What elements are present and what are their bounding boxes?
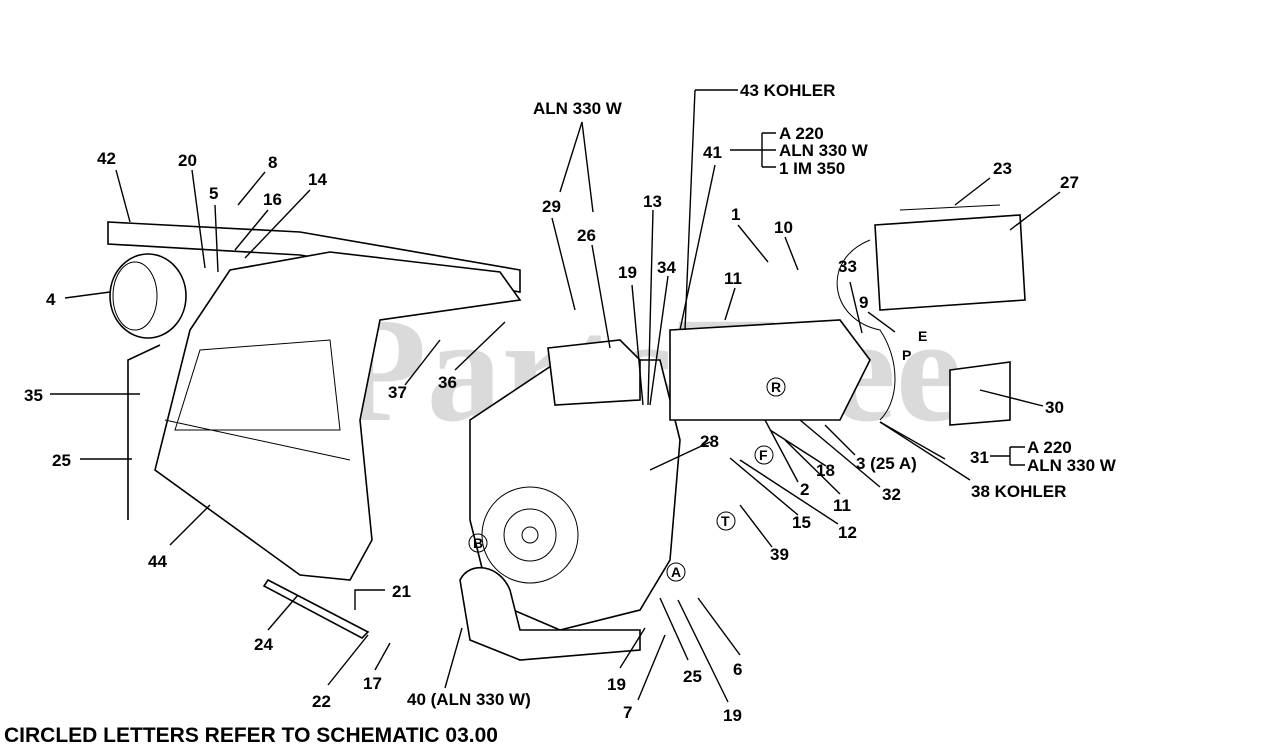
callout-labels: 42 20 8 5 16 14 4 35 25 44 37 36 ALN 330… [24, 81, 1117, 725]
schematic-letter-b: B [473, 535, 483, 551]
plate-part [949, 361, 1011, 426]
callout-40-aln330w: 40 (ALN 330 W) [407, 690, 531, 709]
callout-30: 30 [1045, 398, 1064, 417]
headlight-part [109, 253, 187, 339]
callout-1: 1 [731, 205, 740, 224]
callout-41-a220: A 220 [779, 124, 824, 143]
callout-39: 39 [770, 545, 789, 564]
callout-41: 41 [703, 143, 722, 162]
callout-24: 24 [254, 635, 273, 654]
parts-line-art [107, 204, 1026, 661]
callout-15: 15 [792, 513, 811, 532]
leader-lines [50, 89, 1061, 703]
callout-19-bottom-left: 19 [607, 675, 626, 694]
callout-36: 36 [438, 373, 457, 392]
callout-17: 17 [363, 674, 382, 693]
callout-8: 8 [268, 153, 277, 172]
callout-28: 28 [700, 432, 719, 451]
schematic-letter-f: F [759, 447, 768, 463]
footer-note: CIRCLED LETTERS REFER TO SCHEMATIC 03.00 [4, 724, 498, 747]
hood-part [154, 251, 522, 581]
rod-part [127, 344, 161, 520]
callout-19-bottom-right: 19 [723, 706, 742, 725]
callout-26: 26 [577, 226, 596, 245]
callout-18: 18 [816, 461, 835, 480]
callout-4: 4 [46, 290, 56, 309]
callout-3-25a: 3 (25 A) [856, 454, 917, 473]
callout-23: 23 [993, 159, 1012, 178]
callout-11-top: 11 [724, 269, 742, 288]
callout-22: 22 [312, 692, 331, 711]
callout-41-1im350: 1 IM 350 [779, 159, 845, 178]
schematic-letter-e: E [918, 328, 927, 344]
callout-33: 33 [838, 257, 857, 276]
callout-35: 35 [24, 386, 43, 405]
callout-13: 13 [643, 192, 662, 211]
callout-44: 44 [148, 552, 167, 571]
bolt-part [262, 578, 370, 639]
callout-20: 20 [178, 151, 197, 170]
schematic-letter-r: R [771, 379, 781, 395]
callout-27: 27 [1060, 173, 1079, 192]
air-cleaner-part [547, 339, 641, 406]
schematic-letters: E P R F T B A [468, 328, 927, 582]
callout-38-kohler: 38 KOHLER [971, 482, 1066, 501]
callout-37: 37 [388, 383, 407, 402]
callout-9: 9 [859, 293, 868, 312]
battery-part [874, 214, 1026, 311]
callout-aln330w-top: ALN 330 W [533, 99, 623, 118]
callout-19-top: 19 [618, 263, 637, 282]
callout-21: 21 [392, 582, 411, 601]
callout-16: 16 [263, 190, 282, 209]
callout-41-aln330w: ALN 330 W [779, 141, 869, 160]
callout-31-aln330w: ALN 330 W [1027, 456, 1117, 475]
callout-11-bottom: 11 [833, 496, 851, 515]
fuel-tank-part [669, 319, 871, 421]
callout-6: 6 [733, 660, 742, 679]
callout-32: 32 [882, 485, 901, 504]
schematic-letter-p: P [902, 347, 911, 363]
callout-14: 14 [308, 170, 327, 189]
callout-31: 31 [970, 448, 989, 467]
callout-25-left: 25 [52, 451, 71, 470]
base-guard-part [459, 566, 641, 661]
callout-29: 29 [542, 197, 561, 216]
callout-43-kohler: 43 KOHLER [740, 81, 835, 100]
callout-5: 5 [209, 184, 218, 203]
schematic-letter-t: T [721, 513, 730, 529]
callout-34: 34 [657, 258, 676, 277]
callout-25-bottom: 25 [683, 667, 702, 686]
callout-31-a220: A 220 [1027, 438, 1072, 457]
callout-2: 2 [800, 480, 809, 499]
callout-7: 7 [623, 703, 632, 722]
callout-10: 10 [774, 218, 793, 237]
callout-42: 42 [97, 149, 116, 168]
schematic-letter-a: A [671, 564, 681, 580]
callout-12: 12 [838, 523, 857, 542]
